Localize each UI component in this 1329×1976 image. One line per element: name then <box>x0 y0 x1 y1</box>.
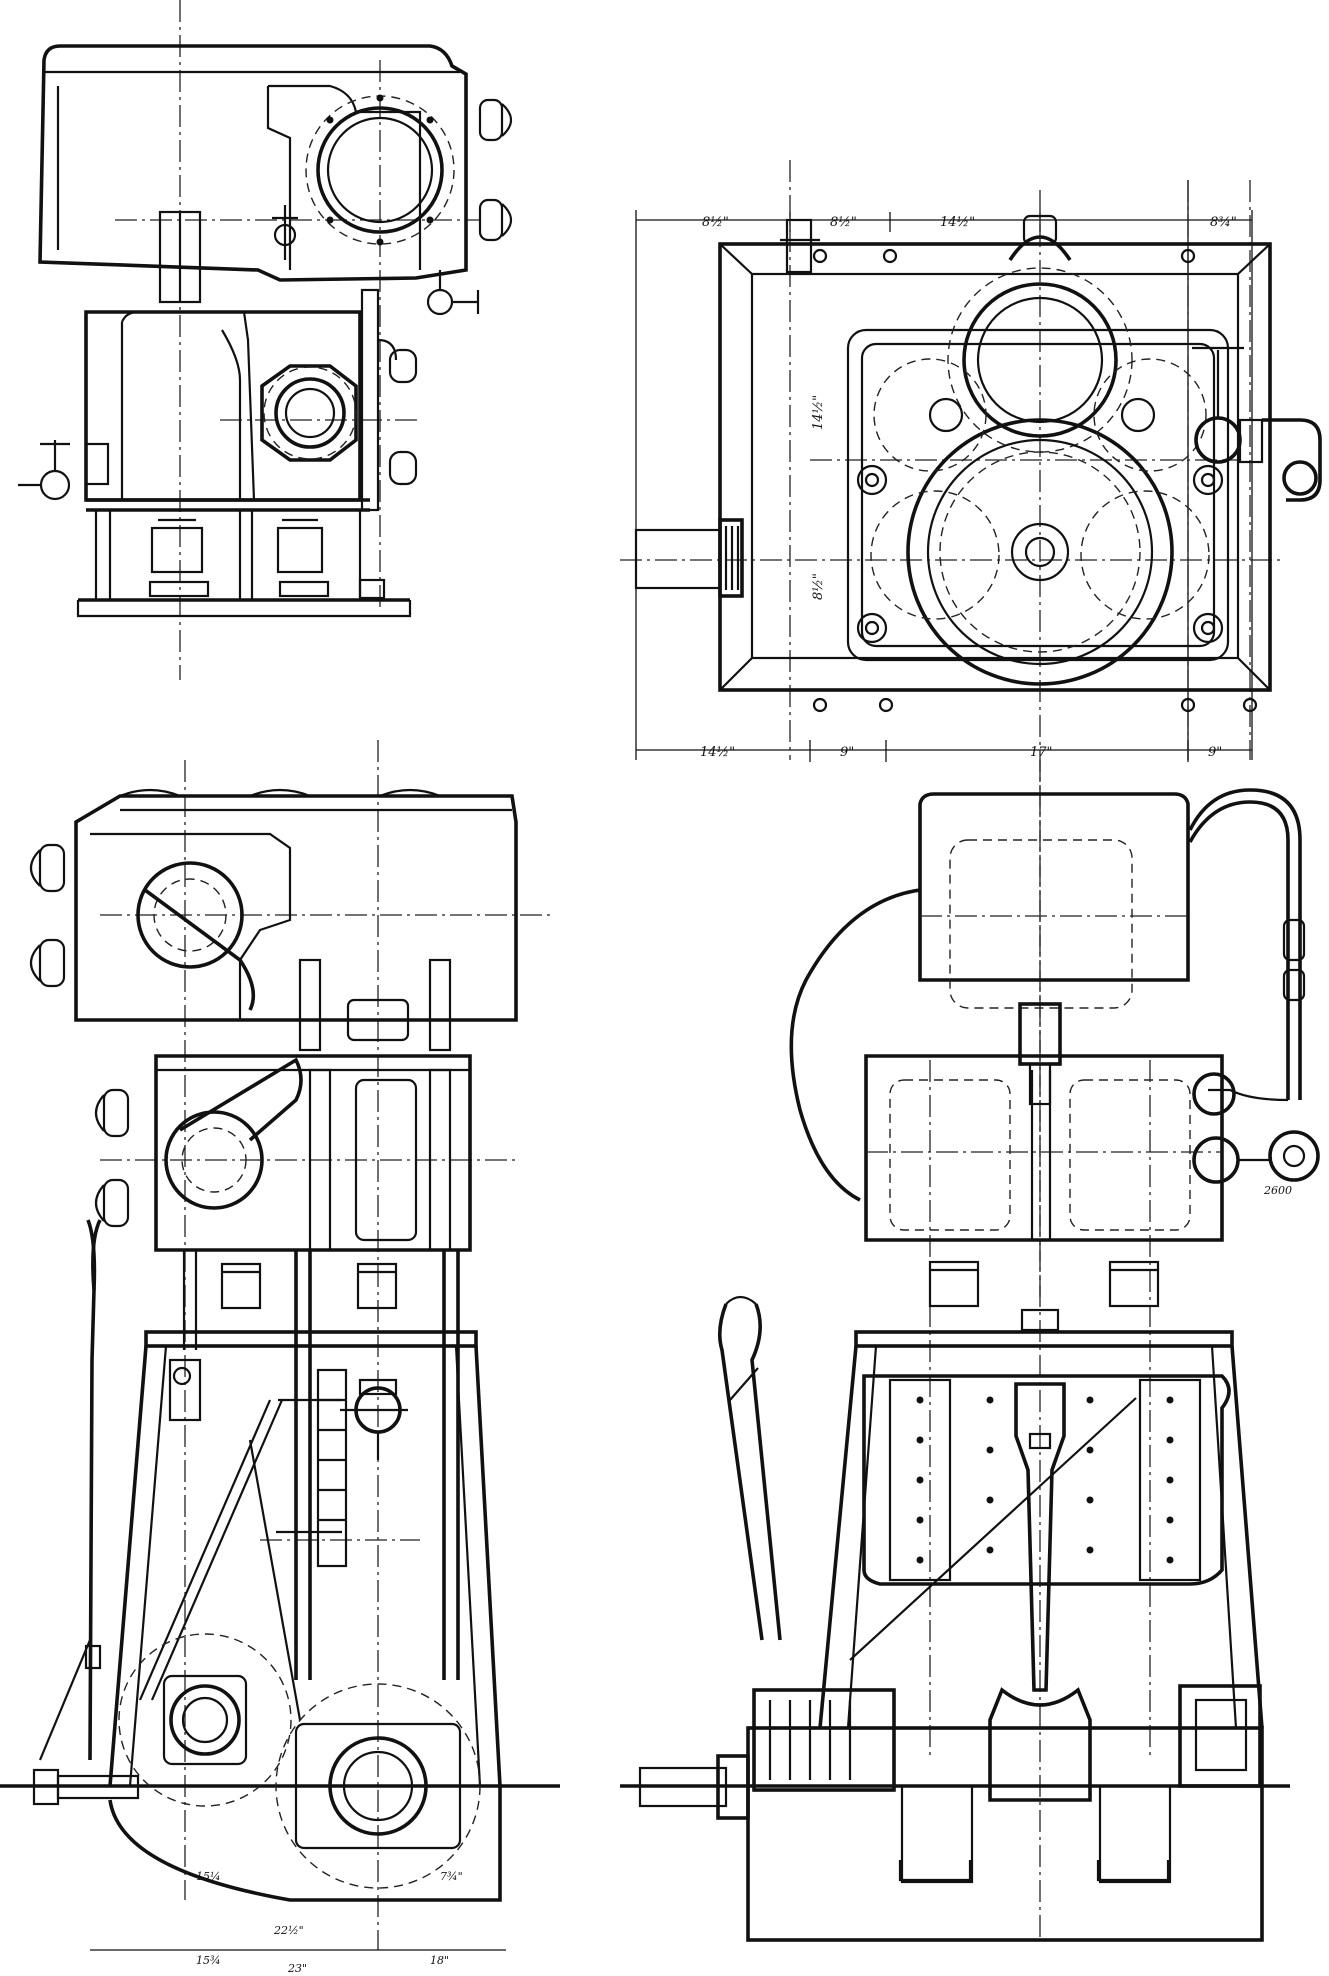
dim-plan-bottom-2: 9" <box>840 745 854 760</box>
dim-plan-bottom-4: 9" <box>1208 745 1222 760</box>
plan-view: 8½" 8½" 14½" 8¾" 14½" 9" 17" 9" 14½" 8½" <box>620 160 1322 1300</box>
dim-plan-left-2: 8½" <box>811 573 826 600</box>
front-note: 2600 <box>1263 1184 1292 1197</box>
front-elevation: 2600 <box>620 760 1320 1942</box>
dim-side-bottom-2c: 18" <box>430 1954 449 1967</box>
dim-plan-top-2: 8½" <box>830 215 857 230</box>
dim-side-bottom-1c: 7¾" <box>440 1870 463 1883</box>
dim-side-bottom-2a: 15¾ <box>196 1954 221 1967</box>
dim-plan-top-1: 8½" <box>702 215 729 230</box>
side-elevation: 15¼ 22½" 7¾" 15¾ 23" 18" <box>0 740 560 1975</box>
dim-side-bottom-1a: 15¼ <box>196 1870 221 1883</box>
dim-side-bottom-1b: 22½" <box>273 1924 304 1937</box>
dim-plan-top-4: 8¾" <box>1210 215 1237 230</box>
dim-plan-top-3: 14½" <box>940 215 975 230</box>
dim-plan-bottom-1: 14½" <box>700 745 735 760</box>
end-elevation-small <box>18 0 513 680</box>
dim-plan-bottom-3: 17" <box>1030 745 1053 760</box>
dim-plan-left-1: 14½" <box>811 395 826 430</box>
dim-side-bottom-2b: 23" <box>287 1962 307 1975</box>
